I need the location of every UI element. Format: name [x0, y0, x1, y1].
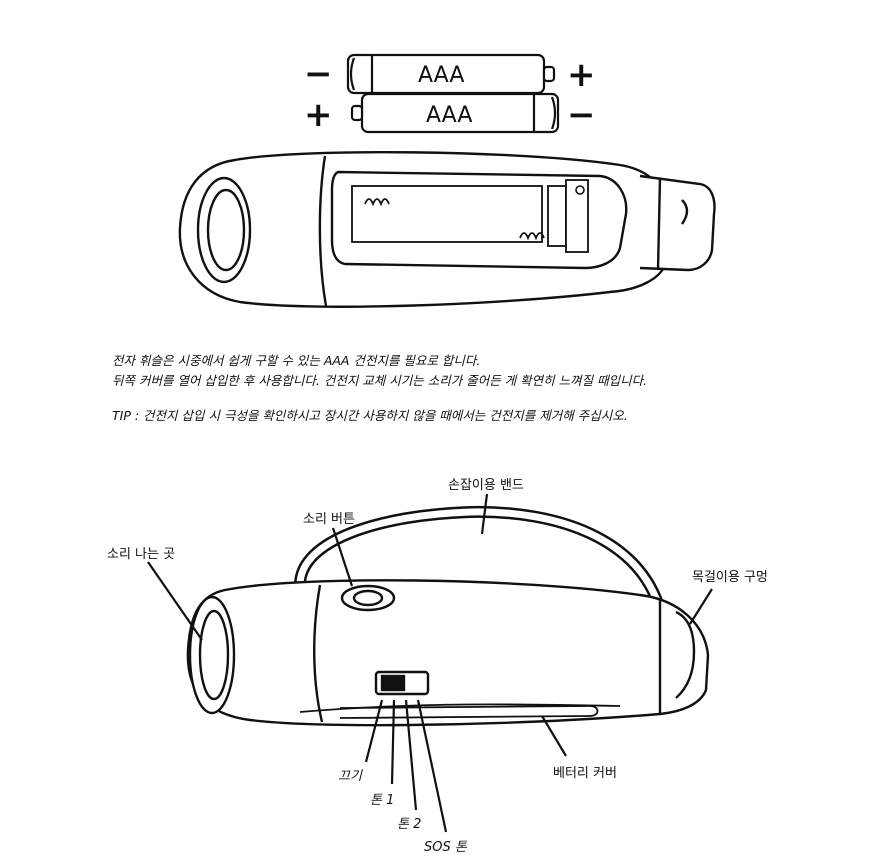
battery-bottom-minus-sign: −: [567, 95, 596, 135]
instruction-line-1: 전자 휘슬은 시중에서 쉽게 구할 수 있는 AAA 건전지를 필요로 합니다.: [112, 353, 481, 368]
instruction-line-2: 뒤쪽 커버를 열어 삽입한 후 사용합니다. 건전지 교체 시기는 소리가 줄어…: [112, 373, 648, 388]
callout-tone1: 톤 1: [370, 793, 395, 808]
battery-top-label: AAA: [418, 63, 464, 88]
battery-bottom: [350, 92, 560, 134]
whistle-assembled: [186, 505, 710, 727]
callout-sos: SOS 톤: [424, 840, 467, 855]
callout-tone2: 톤 2: [397, 817, 422, 832]
callout-off: 끄기: [338, 769, 362, 784]
battery-top-plus-sign: +: [567, 55, 596, 95]
battery-bottom-label: AAA: [426, 103, 472, 128]
callout-battery-cover: 베터리 커버: [553, 766, 617, 781]
battery-top-minus-sign: −: [304, 54, 333, 94]
battery-top: [346, 53, 556, 95]
battery-bottom-plus-sign: +: [304, 95, 333, 135]
instruction-tip: TIP : 건전지 삽입 시 극성을 확인하시고 장시간 사용하지 않을 때에서…: [112, 408, 628, 423]
callout-sound-outlet: 소리 나는 곳: [107, 547, 176, 562]
callout-neck-hole: 목걸이용 구멍: [692, 570, 768, 585]
callout-lines: [147, 493, 713, 833]
whistle-open-body: [178, 151, 716, 308]
callout-sound-button: 소리 버튼: [303, 512, 355, 527]
callout-hand-band: 손잡이용 밴드: [448, 478, 524, 493]
